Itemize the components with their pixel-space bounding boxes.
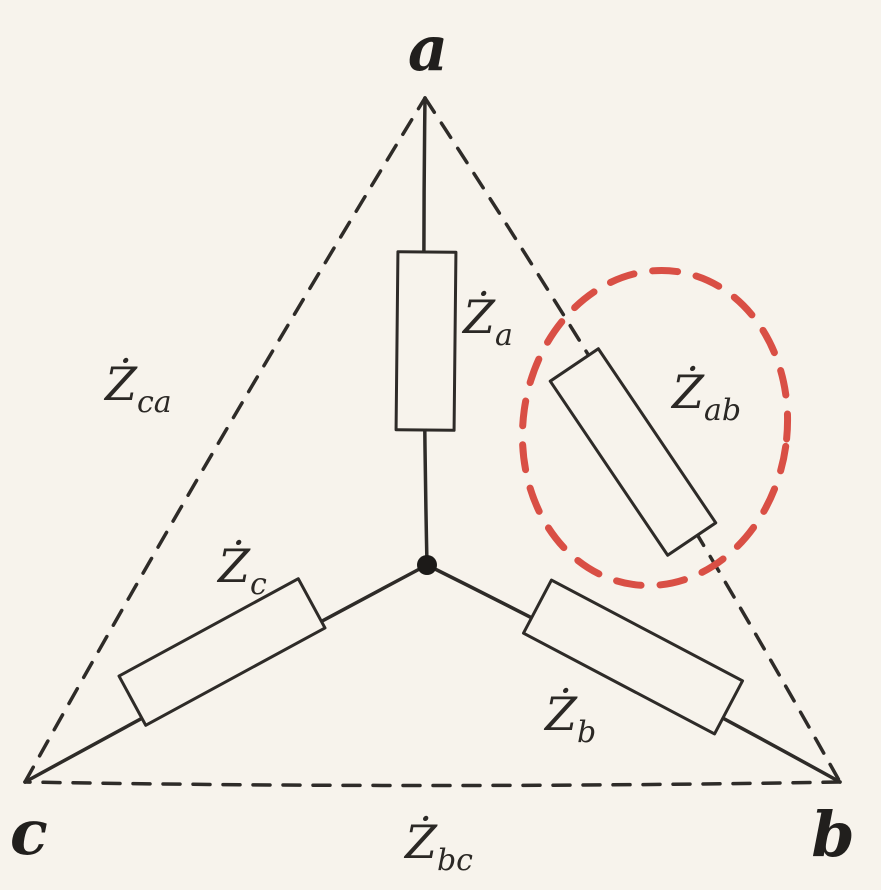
impedance-label-z-b-sub: b [577,715,596,750]
wye-resistor-c-group [117,577,327,727]
wye-resistor-c [117,577,327,727]
delta-resistor-ab-group [548,347,718,557]
wye-resistor-b [521,578,745,736]
impedance-label-z-ab-sub: ab [704,393,741,428]
impedance-label-z-bc: Żbc [403,814,473,878]
impedance-label-z-a: Ża [461,289,513,353]
impedance-label-z-bc-base: Ż [403,814,438,869]
impedance-label-z-ca-sub: ca [137,385,172,420]
impedance-label-z-b: Żb [543,686,596,750]
delta-resistor-ab [548,347,718,557]
impedance-label-z-ca: Żca [103,356,172,420]
impedance-label-z-c-base: Ż [216,538,251,593]
node-label-a: a [408,12,448,85]
impedance-label-z-b-base: Ż [543,686,578,741]
delta-edge-ca [23,96,427,784]
impedance-label-z-a-base: Ż [461,289,496,344]
impedance-label-z-c: Żc [216,538,267,602]
impedance-label-z-c-sub: c [250,567,267,602]
impedance-label-z-ab: Żab [670,364,741,428]
impedance-label-z-bc-sub: bc [437,843,473,878]
impedance-label-z-ab-base: Ż [670,364,705,419]
wye-resistor-a [394,250,458,432]
wye-resistor-b-group [521,578,745,736]
node-label-c: c [10,796,48,869]
neutral-node [417,555,437,575]
impedance-label-z-a-sub: a [495,318,513,353]
impedance-label-z-ca-base: Ż [103,356,138,411]
delta-edge-bc [23,780,842,788]
node-label-b: b [811,798,854,871]
highlight-ellipse [518,266,792,590]
